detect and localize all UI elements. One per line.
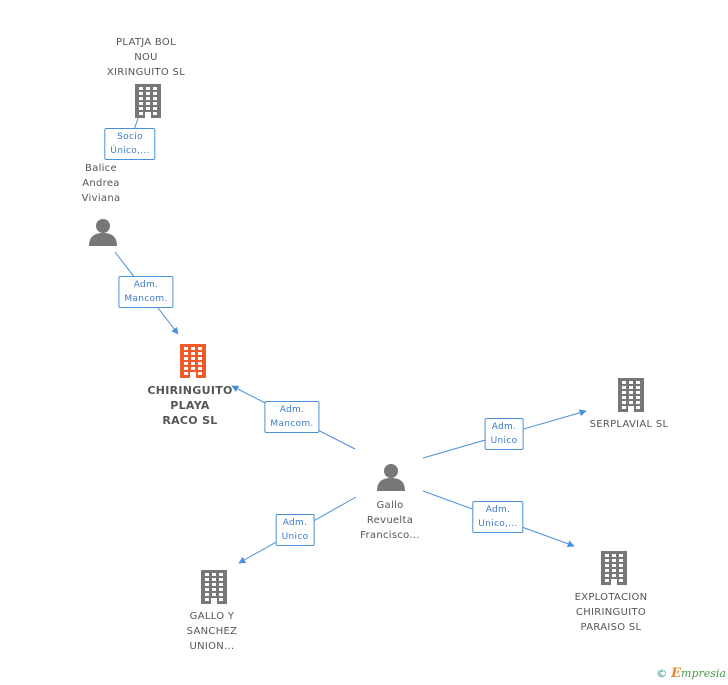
building-icon-serplavial[interactable] (618, 378, 644, 416)
node-label-explotacion[interactable]: EXPLOTACION CHIRINGUITO PARAISO SL (575, 590, 648, 635)
node-label-line: UNION... (189, 641, 235, 652)
node-label-line: SANCHEZ (186, 626, 238, 637)
node-label-line: GALLO Y (189, 611, 235, 622)
node-label-line: SERPLAVIAL SL (589, 419, 669, 430)
edge-label-line: Adm. (279, 405, 305, 415)
node-label-line: Francisco... (360, 530, 420, 541)
edge-label-line: Adm. (485, 505, 511, 515)
edge-label-line: Adm. (491, 422, 517, 432)
edge-label-line: Adm. (133, 280, 159, 290)
node-label-line: XIRINGUITO SL (106, 67, 186, 78)
edge-label-gallo_person-gallo_sanchez[interactable]: Adm. Unico (275, 514, 315, 546)
edge-label-line: Unico (490, 436, 518, 446)
node-label-line: Revuelta (366, 515, 414, 526)
node-label-line: PLAYA (170, 399, 210, 412)
node-label-line: RACO SL (162, 414, 218, 427)
edge-label-line: Adm. (282, 518, 308, 528)
empresia-watermark: ©Empresia (656, 666, 726, 681)
node-label-platja[interactable]: PLATJA BOL NOU XIRINGUITO SL (107, 35, 185, 80)
brand-name: mpresia (681, 667, 726, 680)
edge-label-line: Único,... (110, 146, 150, 156)
person-icon-balice[interactable] (89, 218, 117, 250)
node-label-line: Viviana (81, 193, 121, 204)
node-label-chiringuito[interactable]: CHIRINGUITO PLAYA RACO SL (147, 383, 232, 428)
building-icon-gallo_sanchez[interactable] (201, 570, 227, 608)
edge-label-line: Socio (117, 132, 143, 142)
node-label-line: CHIRINGUITO (147, 384, 233, 397)
edge-label-gallo_person-explotacion[interactable]: Adm. Unico,... (472, 501, 524, 533)
edge-label-line: Unico,... (478, 519, 518, 529)
node-label-line: Balice (84, 163, 117, 174)
node-label-line: Andrea (82, 178, 120, 189)
node-label-line: EXPLOTACION (574, 592, 648, 603)
edge-label-line: Unico (281, 532, 309, 542)
brand-initial: E (671, 666, 682, 681)
node-label-line: Gallo (376, 500, 404, 511)
person-icon-gallo_person[interactable] (377, 463, 405, 495)
node-label-serplavial[interactable]: SERPLAVIAL SL (590, 417, 669, 432)
edge-label-gallo_person-serplavial[interactable]: Adm. Unico (484, 418, 524, 450)
node-label-gallo_sanchez[interactable]: GALLO Y SANCHEZ UNION... (187, 609, 238, 654)
copyright-icon: © (656, 667, 668, 680)
node-label-line: PLATJA BOL (116, 37, 176, 48)
node-label-line: PARAISO SL (580, 622, 642, 633)
edge-label-line: Mancom. (124, 294, 168, 304)
building-icon-chiringuito[interactable] (180, 344, 206, 382)
edge-label-balice-chiringuito[interactable]: Adm. Mancom. (118, 276, 174, 308)
edge-label-line: Mancom. (270, 419, 314, 429)
node-label-line: NOU (134, 52, 158, 63)
edge-label-gallo_person-chiringuito[interactable]: Adm. Mancom. (264, 401, 320, 433)
building-icon-platja[interactable] (135, 84, 161, 122)
building-icon-explotacion[interactable] (601, 551, 627, 589)
node-label-line: CHIRINGUITO (575, 607, 647, 618)
